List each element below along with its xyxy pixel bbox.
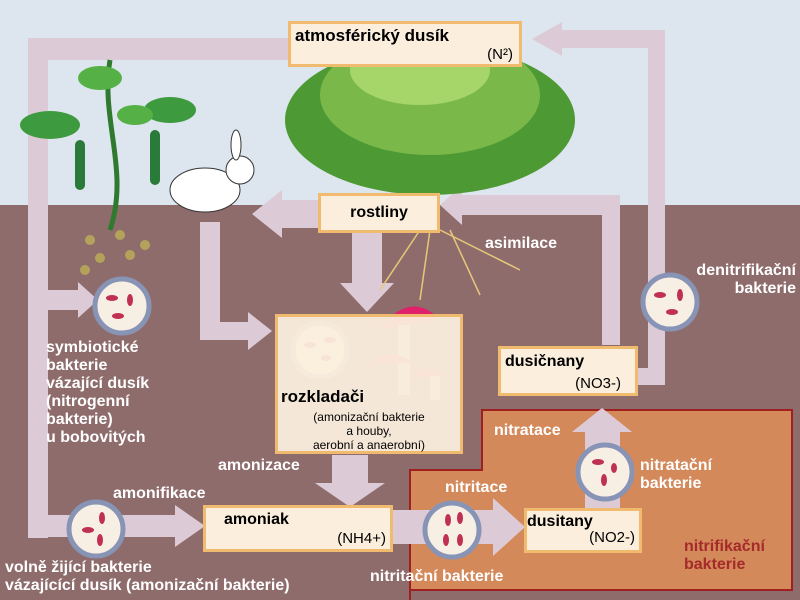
label-line: bakterie): [46, 411, 113, 428]
ammonia-formula: (NH4+): [337, 530, 386, 547]
atmospheric-nitrogen-label: atmosférický dusík: [295, 26, 450, 45]
decomposers-note: (amonizační bakterie a houby, aerobní a …: [278, 410, 460, 452]
bacteria-icon: [66, 499, 126, 559]
ammonization-label: amonizace: [218, 457, 300, 474]
nitrites-formula: (NO2-): [589, 529, 635, 546]
ammonia-box: amoniak (NH4+): [203, 505, 393, 552]
atmospheric-nitrogen-box: atmosférický dusík (N²): [288, 21, 522, 67]
label-line: vázající dusík: [46, 375, 150, 392]
label-line: symbiotické: [46, 339, 139, 356]
bacteria-icon: [575, 442, 635, 502]
label-line: bakterie: [734, 280, 796, 297]
plants-label: rostliny: [350, 204, 408, 221]
label-line: vázajícící dusík (amonizační bakterie): [5, 577, 290, 594]
label-line: bakterie: [640, 475, 702, 492]
label-line: nitratační: [640, 457, 713, 474]
label-line: u bobovitých: [46, 429, 146, 446]
free-living-label: volně žijící bakterie vázajícící dusík (…: [5, 559, 290, 595]
nitrites-label: dusitany: [527, 513, 593, 530]
nitrates-formula: (NO3-): [575, 375, 621, 392]
ammonification-label: amonifikace: [113, 485, 206, 502]
bean-plant: [20, 59, 196, 275]
note-line: (amonizační bakterie: [313, 410, 425, 424]
nitratation-label: nitratace: [494, 422, 561, 439]
symbiotic-label: symbiotické bakterie vázající dusík (nit…: [46, 339, 149, 447]
nitratating-bacteria-label: nitratační bakterie: [640, 457, 712, 493]
label-line: bakterie: [684, 556, 746, 573]
rabbit: [169, 129, 255, 213]
plants-box: rostliny: [318, 193, 440, 233]
atmospheric-nitrogen-formula: (N²): [487, 46, 513, 63]
label-line: bakterie: [46, 357, 108, 374]
nitritation-label: nitritace: [445, 479, 508, 496]
note-line: a houby,: [346, 424, 392, 438]
bacteria-icon: [92, 276, 152, 336]
denitrifying-label: denitrifikační bakterie: [660, 262, 796, 298]
label-line: volně žijící bakterie: [5, 559, 152, 576]
ammonia-label: amoniak: [224, 511, 289, 528]
nitritating-bacteria-label: nitritační bakterie: [370, 568, 504, 585]
bacteria-icon: [640, 272, 700, 332]
nitrates-box: dusičnany (NO3-): [498, 346, 638, 396]
bacteria-icon: [422, 500, 482, 560]
nitrates-label: dusičnany: [505, 353, 585, 370]
decomposers-box: rozkladači (amonizační bakterie a houby,…: [275, 314, 463, 454]
label-line: denitrifikační: [696, 262, 796, 279]
note-line: aerobní a anaerobní): [312, 438, 426, 452]
assimilation-label: asimilace: [485, 235, 558, 252]
label-line: nitrifikační: [684, 538, 765, 555]
label-line: (nitrogenní: [46, 393, 130, 410]
decomposers-label: rozkladači: [281, 387, 365, 406]
nitrites-box: dusitany (NO2-): [524, 508, 642, 553]
nitrifying-bacteria-label: nitrifikační bakterie: [684, 538, 765, 574]
